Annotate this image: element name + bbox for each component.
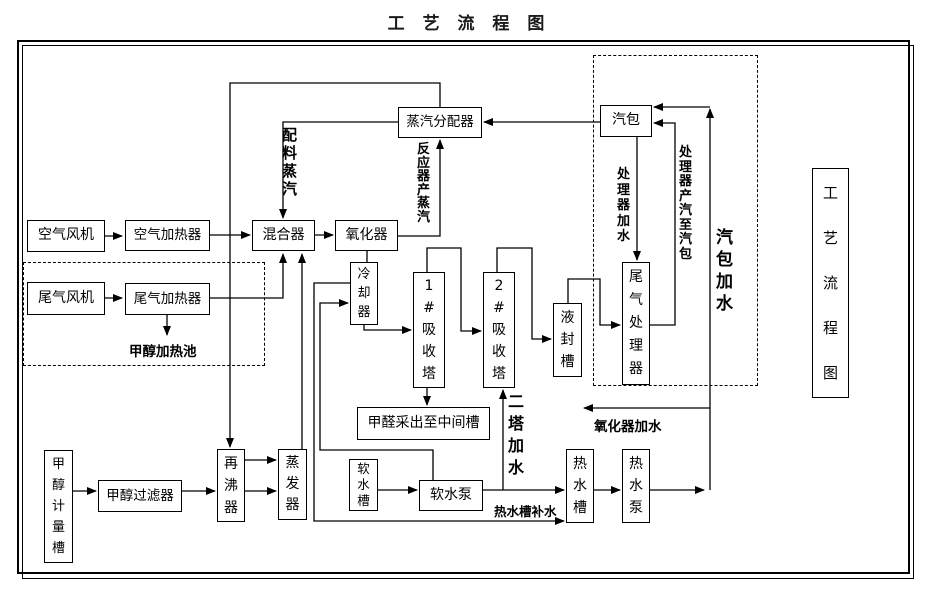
line-cooler-to-hotwatertank xyxy=(313,282,565,525)
label-batching-steam: 配 料 蒸 汽 xyxy=(282,126,298,198)
label-hot-tank-makeup: 热水槽补水 xyxy=(494,504,557,519)
label-oxidizer-feedwater: 氧化器加水 xyxy=(594,419,662,435)
node-hot-water-tank: 热 水 槽 xyxy=(566,449,594,523)
line-absorber1-to-absorber2 xyxy=(426,247,482,335)
node-evaporator: 蒸 发 器 xyxy=(278,449,307,520)
label-tower2-feedwater: 二 塔 加 水 xyxy=(508,392,525,477)
node-tailgas-processor: 尾 气 处 理 器 xyxy=(622,262,650,385)
node-tailgas-heater: 尾气加热器 xyxy=(125,283,210,315)
node-tailgas-blower: 尾气风机 xyxy=(27,282,105,315)
node-reboiler: 再 沸 器 xyxy=(217,449,245,522)
drum-processor-dashed-box xyxy=(593,55,758,386)
line-sealtank-to-processor xyxy=(567,278,621,329)
node-cooler: 冷 却 器 xyxy=(350,262,378,325)
tailgas-section-dashed-box xyxy=(23,262,265,366)
line-cooler-to-absorber1 xyxy=(363,325,412,334)
node-air-blower: 空气风机 xyxy=(27,220,105,252)
label-processor-feedwater: 处 理 器 加 水 xyxy=(617,167,631,244)
label-methanol-heating-pool: 甲醇加热池 xyxy=(129,344,197,360)
line-processor-steam-to-drum xyxy=(650,119,676,326)
label-reactor-steam: 反 应 器 产 蒸 汽 xyxy=(417,142,431,225)
node-absorber-2: 2 # 吸 收 塔 xyxy=(483,272,515,388)
node-steam-drum: 汽包 xyxy=(600,105,652,137)
side-title-box: 工 艺 流 程 图 xyxy=(812,168,849,398)
node-air-heater: 空气加热器 xyxy=(125,220,210,251)
node-methanol-filter: 甲醇过滤器 xyxy=(98,480,182,512)
node-absorber-1: 1 # 吸 收 塔 xyxy=(413,272,445,388)
node-mixer: 混合器 xyxy=(252,220,315,251)
node-soft-water-tank: 软 水 槽 xyxy=(349,459,378,511)
inner-border xyxy=(22,45,914,579)
line-softwaterpump-to-cooler xyxy=(319,299,434,480)
label-drum-feedwater: 汽 包 加 水 xyxy=(716,228,733,314)
label-processor-steam-to-drum: 处 理 器 产 汽 至 汽 包 xyxy=(679,145,693,262)
node-formaldehyde-outlet: 甲醛采出至中间槽 xyxy=(357,407,490,440)
node-soft-water-pump: 软水泵 xyxy=(419,480,483,511)
outer-border xyxy=(17,40,910,574)
line-batching-steam-to-mixer xyxy=(279,121,398,219)
node-methanol-metering-tank: 甲 醇 计 量 槽 xyxy=(44,450,73,563)
line-tailgasheater-to-mixer xyxy=(210,253,287,299)
node-hot-water-pump: 热 水 泵 xyxy=(622,449,650,523)
node-liquid-seal-tank: 液 封 槽 xyxy=(553,303,582,377)
node-steam-distributor: 蒸汽分配器 xyxy=(398,107,482,138)
line-absorber2-to-sealtank xyxy=(496,247,552,343)
node-oxidizer: 氧化器 xyxy=(335,220,398,251)
diagram-title: 工 艺 流 程 图 xyxy=(387,14,551,34)
line-distributor-to-reboiler xyxy=(226,82,441,448)
line-reactor-steam-to-distributor xyxy=(398,139,444,237)
